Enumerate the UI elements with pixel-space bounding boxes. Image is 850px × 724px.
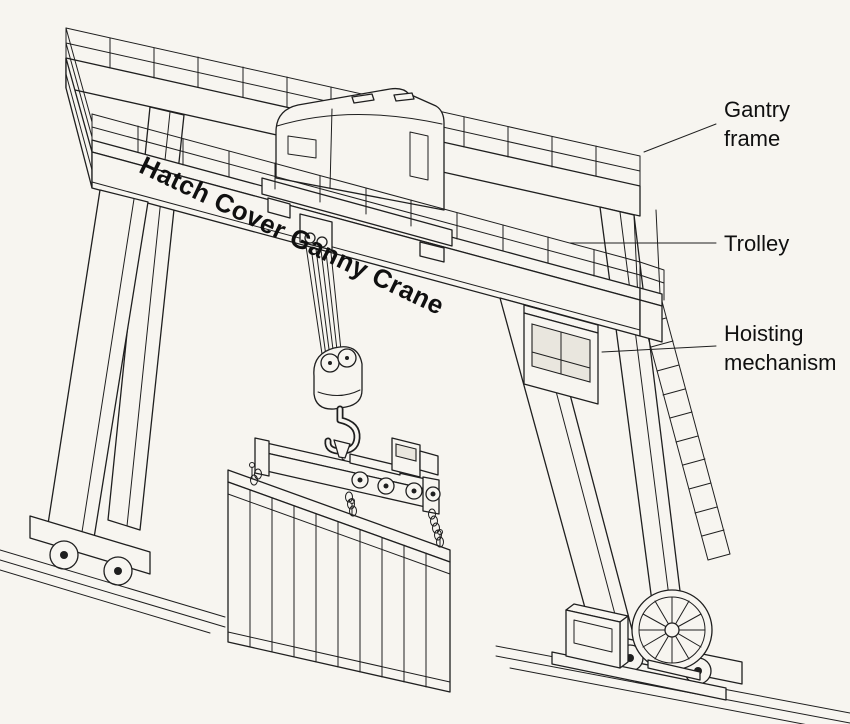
leader-gantry-frame	[643, 123, 717, 153]
hatch-cover-panel	[227, 462, 451, 693]
gantry-frame-front-railing	[91, 113, 665, 301]
leader-lines	[569, 123, 717, 353]
hoist-cables	[305, 245, 343, 361]
label-trolley: Trolley	[724, 231, 790, 256]
lifting-chains	[250, 468, 444, 548]
trolley-assembly	[261, 87, 453, 263]
hook-block	[313, 346, 363, 469]
label-hoisting-mechanism: Hoisting mechanism	[724, 321, 837, 375]
label-gantry-frame: Gantry frame	[724, 97, 791, 151]
spreader-beam	[250, 437, 444, 548]
cable-reel-unit	[551, 589, 727, 701]
service-truck	[349, 437, 441, 502]
gantry-frame-left-leg	[29, 189, 151, 586]
leader-hoisting-mechanism	[601, 345, 717, 353]
hoisting-mechanism-cabin	[523, 304, 599, 405]
